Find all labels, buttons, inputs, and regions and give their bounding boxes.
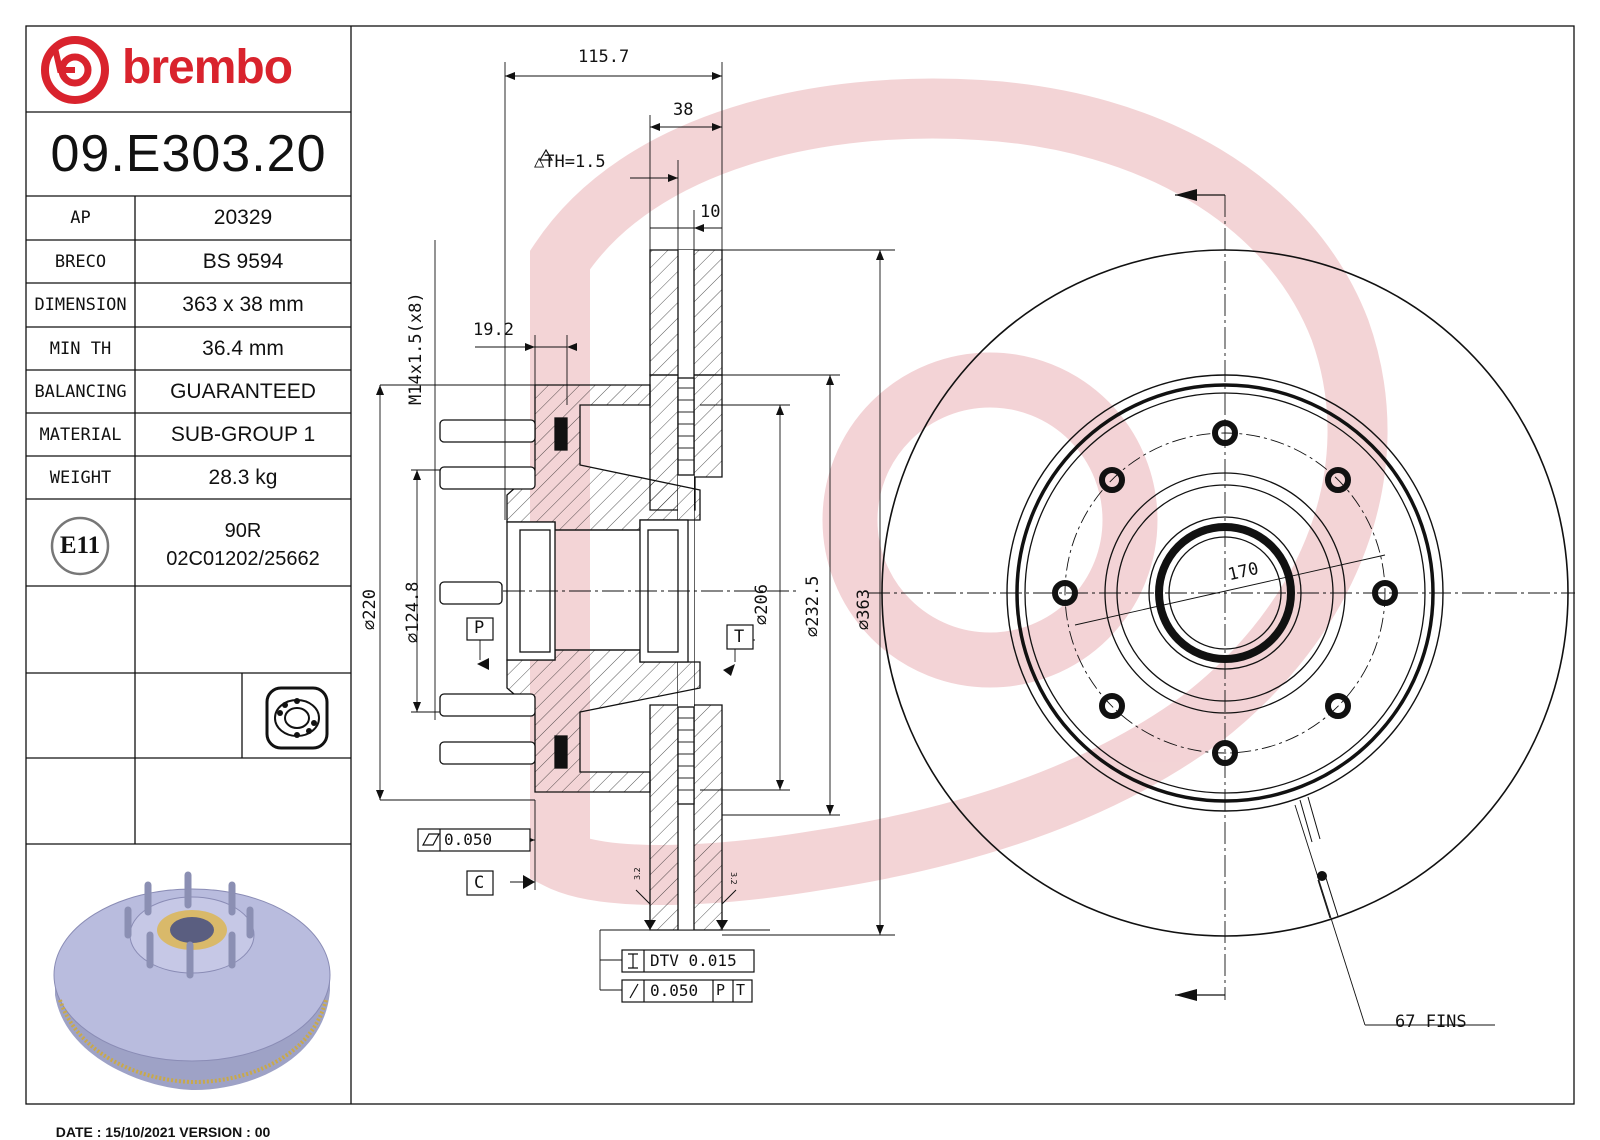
dim-d220: ⌀220 xyxy=(360,589,380,630)
disc-3d-render xyxy=(53,871,331,1090)
section-dimension-lines xyxy=(379,62,895,991)
spec-value-dimension: 363 x 38 mm xyxy=(182,293,304,316)
section-view xyxy=(439,249,800,931)
spec-value-balancing: GUARANTEED xyxy=(170,379,316,403)
spec-value-ap: 20329 xyxy=(213,206,273,229)
spec-label-min-th: MIN TH xyxy=(49,338,112,359)
dim-thickness: 38 xyxy=(673,100,694,120)
dim-d232-5: ⌀232.5 xyxy=(803,575,823,637)
version-label: VERSION : 00 xyxy=(179,1124,271,1140)
runout-datum-p: P xyxy=(716,981,726,999)
spec-label-breco: BRECO xyxy=(54,251,107,272)
title-block-frame xyxy=(25,25,1575,1105)
dim-overall-width: 115.7 xyxy=(578,47,630,67)
spec-label-material: MATERIAL xyxy=(39,424,122,445)
spec-value-weight: 28.3 kg xyxy=(208,465,278,489)
part-number: 09.E303.20 xyxy=(50,125,327,183)
approval-mark: E11 xyxy=(59,532,101,559)
rough-left-label: 3.2 xyxy=(633,867,642,880)
footer-date: DATE : 15/10/2021 VERSION : 00 xyxy=(48,1108,271,1140)
rough-right-label: 3.2 xyxy=(729,872,738,885)
dim-hub-offset: 19.2 xyxy=(473,320,514,340)
datum-t: T xyxy=(734,627,745,647)
runout-datum-t: T xyxy=(736,981,746,999)
dim-flatness: 0.050 xyxy=(444,830,493,849)
brembo-logo-icon xyxy=(41,36,109,104)
datum-c: C xyxy=(474,873,485,893)
date-label: DATE : 15/10/2021 xyxy=(55,1124,176,1140)
surface-roughness-symbols xyxy=(635,864,737,906)
approval-number: 02C01202/25662 xyxy=(166,547,320,570)
approval-regulation: 90R xyxy=(224,519,262,542)
spec-label-dimension: DIMENSION xyxy=(34,295,127,315)
dim-d363: ⌀363 xyxy=(854,589,874,630)
dim-delta-th: △TH=1.5 xyxy=(534,152,606,172)
spec-label-balancing: BALANCING xyxy=(34,381,127,402)
spec-label-ap: AP xyxy=(70,208,91,228)
front-view xyxy=(868,194,1575,1026)
e11-approval-circle xyxy=(50,516,110,576)
datum-boxes xyxy=(417,617,755,1003)
spec-value-breco: BS 9594 xyxy=(202,249,284,273)
dim-d206: ⌀206 xyxy=(752,584,772,625)
dim-runout: 0.050 xyxy=(650,981,699,1000)
stud-holes xyxy=(1052,420,1398,766)
spec-value-material: SUB-GROUP 1 xyxy=(170,422,316,446)
dim-ten: 10 xyxy=(700,202,721,222)
dim-fins: 67 FINS xyxy=(1395,1012,1467,1032)
dim-dtv: DTV 0.015 xyxy=(650,951,737,970)
spec-label-weight: WEIGHT xyxy=(49,467,112,488)
dim-d124-8: ⌀124.8 xyxy=(403,581,423,643)
front-view-arrows xyxy=(1175,189,1327,1001)
brand-wordmark: brembo xyxy=(122,41,293,94)
dim-thread: M14x1.5(x8) xyxy=(406,292,426,405)
bearing-icon xyxy=(265,686,329,750)
gdt-symbols xyxy=(421,148,639,999)
datum-p: P xyxy=(474,618,485,638)
spec-value-min-th: 36.4 mm xyxy=(202,336,284,360)
